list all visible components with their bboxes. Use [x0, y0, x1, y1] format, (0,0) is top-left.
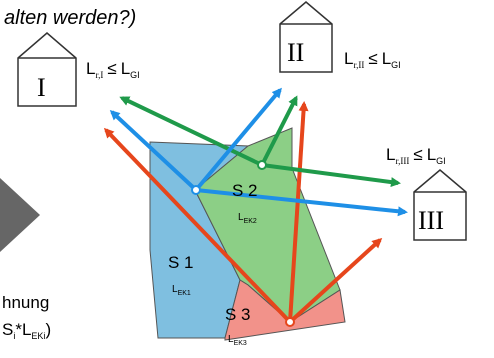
receiver-iii-condition: Lr,III≤LGI: [386, 145, 446, 166]
receiver-ii-label: II: [287, 38, 304, 67]
header-fragment: alten werden?): [4, 7, 136, 29]
source-level-s1: LEK1: [172, 284, 191, 297]
arrow-s2-to-receiver-ii: [260, 95, 298, 166]
receiver-ii-house-icon: [279, 1, 333, 73]
big-grey-arrow: [0, 178, 40, 252]
source-level-s2: LEK2: [238, 212, 257, 225]
source-point-s2: [257, 160, 267, 170]
source-point-s1: [191, 185, 201, 195]
arrow-s1-to-receiver-iii: [195, 188, 408, 217]
receiver-iii-house-icon: [413, 169, 467, 241]
arrow-s2-to-receiver-i: [119, 96, 263, 167]
arrow-s2-to-receiver-iii: [261, 163, 401, 188]
arrow-s1-to-receiver-i: [109, 109, 198, 192]
receiver-i-house-icon: [17, 32, 77, 107]
source-label-s2: S 2: [232, 181, 258, 200]
receiver-i-condition: Lr,I≤LGI: [86, 59, 140, 80]
left-text-line1: hnung: [2, 293, 49, 312]
source-label-s1: S 1: [168, 253, 194, 272]
source-label-s3: S 3: [225, 305, 251, 324]
receiver-i-label: I: [37, 73, 46, 102]
source-point-s3: [285, 317, 295, 327]
left-text-line2: Si*LEKi): [2, 320, 51, 341]
arrow-s3-to-receiver-i: [103, 127, 292, 324]
receiver-iii-label: III: [418, 206, 444, 235]
source-level-s3: LEK3: [228, 334, 247, 347]
arrow-s1-to-receiver-ii: [194, 87, 282, 192]
receiver-ii-condition: Lr,II≤LGI: [344, 49, 401, 70]
source-area-s3: [224, 279, 346, 341]
arrow-s3-to-receiver-ii: [288, 101, 309, 323]
arrow-s3-to-receiver-iii: [288, 237, 383, 324]
